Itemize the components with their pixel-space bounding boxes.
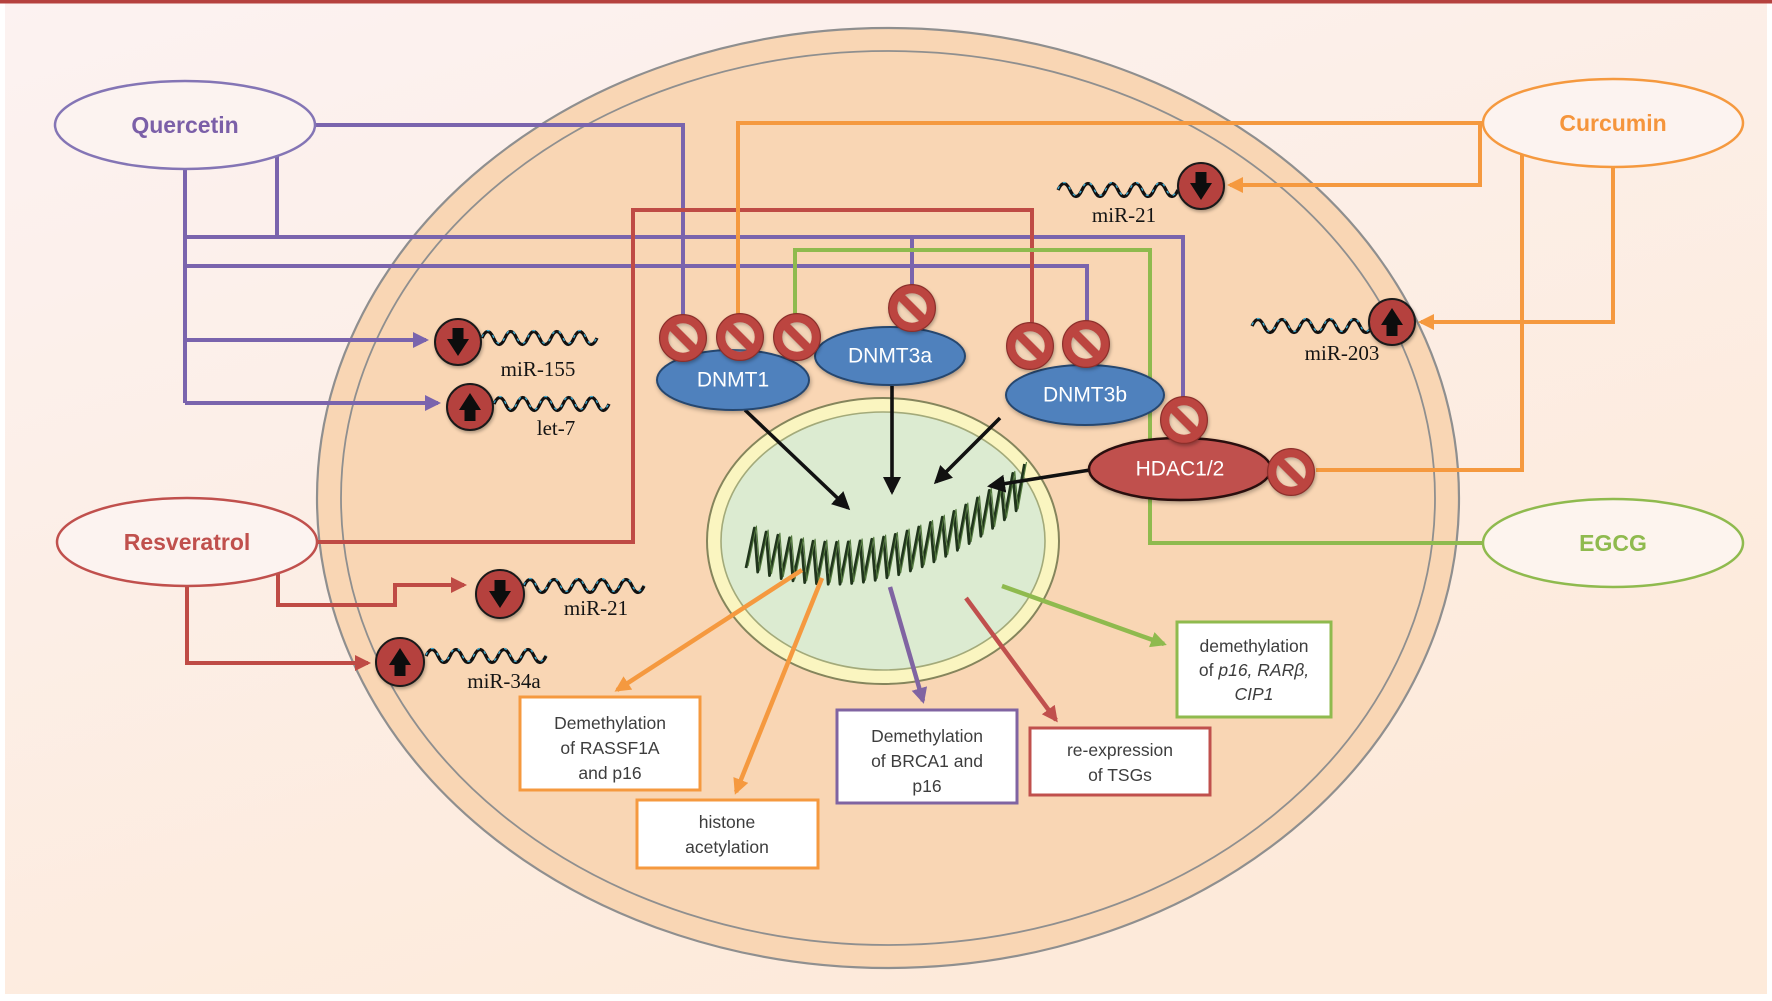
enzymes: DNMT1 DNMT3a DNMT3b HDAC1/2 (656, 326, 1273, 502)
egcg-lines (793, 248, 1483, 545)
no-sign-resveratrol-dnmt3b (1007, 323, 1054, 370)
dnmt1-label: DNMT1 (697, 369, 769, 392)
histone-line1: histone (699, 812, 755, 832)
mir21-top-label: miR-21 (1092, 203, 1156, 227)
enzyme-dnmt3a: DNMT3a (814, 326, 966, 386)
brca1-line1: Demethylation (871, 726, 983, 746)
curcumin-label: Curcumin (1559, 110, 1666, 136)
box-histone: histone acetylation (635, 798, 820, 870)
mir155-label: miR-155 (501, 357, 576, 381)
curcumin-lines (736, 121, 1615, 472)
resveratrol-to-mir34a-arrow (185, 584, 371, 671)
quercetin-to-dnmt1-line (315, 123, 685, 316)
nucleus (706, 397, 1060, 685)
box-tsgs: re-expression of TSGs (1028, 726, 1212, 797)
mirna-mir155: miR-155 (434, 318, 599, 381)
no-sign-curcumin-dnmt1 (717, 314, 764, 361)
hdac-action-arrow (987, 468, 1091, 493)
outcome-boxes: Demethylation of RASSF1A and p16 histone… (518, 620, 1333, 870)
curcumin-to-dnmt1-line (736, 121, 1483, 316)
dnmt1-action-arrow (743, 408, 851, 511)
mir21-left-label: miR-21 (564, 596, 628, 620)
mir34a-squiggle-glint (425, 647, 547, 663)
resveratrol-to-mir21-arrow (276, 571, 467, 607)
mir203-squiggle-glint (1251, 317, 1373, 333)
compound-curcumin: Curcumin (1481, 77, 1745, 169)
mir34a-squiggle (424, 647, 548, 665)
dnmt3b-label: DNMT3b (1043, 384, 1127, 407)
no-sign-egcg-dnmt1 (774, 314, 821, 361)
no-sign-quercetin-dnmt1 (660, 315, 707, 362)
arrow-to-rassf1a-box (614, 568, 804, 692)
quercetin-label: Quercetin (131, 112, 238, 138)
let7-squiggle-glint (493, 395, 610, 411)
mir21-left-squiggle-glint (523, 577, 645, 593)
egcg-label: EGCG (1579, 530, 1647, 556)
demethylation-line1: demethylation (1200, 636, 1309, 656)
mirna-mir21-left: miR-21 (475, 569, 646, 620)
rassf1a-line3: and p16 (578, 763, 641, 783)
mir203-label: miR-203 (1305, 341, 1380, 365)
tsgs-line2: of TSGs (1088, 765, 1152, 785)
resveratrol-label: Resveratrol (124, 529, 251, 555)
mir155-squiggle-glint (481, 329, 598, 345)
compound-quercetin: Quercetin (53, 79, 317, 171)
compound-resveratrol: Resveratrol (55, 496, 319, 588)
brca1-line2: of BRCA1 and (871, 751, 983, 771)
brca1-line3: p16 (912, 776, 941, 796)
compound-egcg: EGCG (1481, 497, 1745, 589)
mir203-squiggle (1250, 317, 1374, 335)
rassf1a-line1: Demethylation (554, 713, 666, 733)
box-demethylation: demethylation of p16, RARβ, CIP1 (1175, 620, 1333, 719)
quercetin-to-hdac-line (185, 235, 1185, 400)
mir21-left-squiggle (522, 577, 646, 595)
curcumin-to-mir21-arrow (1227, 123, 1482, 193)
enzyme-action-arrows (743, 386, 1091, 511)
hdac-label: HDAC1/2 (1136, 458, 1225, 481)
no-sign-quercetin-hdac (1161, 397, 1208, 444)
enzyme-hdac: HDAC1/2 (1087, 436, 1273, 502)
dna-helix-highlight (747, 461, 1028, 583)
top-rule (0, 0, 1772, 4)
egcg-to-dnmt1-line (793, 248, 1483, 545)
mirna-let7: let-7 (446, 383, 611, 440)
mir34a-label: miR-34a (467, 669, 541, 693)
box-rassf1a: Demethylation of RASSF1A and p16 (518, 695, 702, 792)
let7-label: let-7 (537, 416, 575, 440)
compounds: Quercetin Curcumin Resveratrol EGCG (53, 77, 1745, 589)
dnmt3a-label: DNMT3a (848, 345, 932, 368)
quercetin-lines (183, 123, 1185, 411)
dnmt3b-action-arrow (933, 416, 1002, 485)
mirna-mir21-top: miR-21 (1056, 162, 1225, 227)
outcome-arrows (614, 568, 1167, 795)
arrow-to-brca1-box (887, 586, 928, 704)
mirnas: miR-21 miR-203 miR-155 let-7 miR (375, 162, 1416, 693)
enzyme-dnmt3b: DNMT3b (1005, 364, 1165, 426)
demethylation-line3: CIP1 (1235, 684, 1274, 704)
arrow-to-demethylation-box (1001, 583, 1167, 648)
inner-membrane (340, 50, 1436, 946)
mir21-top-squiggle (1056, 181, 1180, 199)
tsgs-line1: re-expression (1067, 740, 1173, 760)
arrow-to-tsgs-box (964, 596, 1058, 723)
no-sign-quercetin-dnmt3b (1063, 321, 1110, 368)
curcumin-to-mir203-arrow (1418, 167, 1615, 330)
box-brca1: Demethylation of BRCA1 and p16 (835, 708, 1019, 805)
connector-lines (183, 121, 1615, 671)
demethylation-line2: of p16, RARβ, (1199, 660, 1309, 680)
mirna-mir34a: miR-34a (375, 637, 548, 693)
quercetin-to-dnmt3b-line (185, 264, 1089, 324)
no-sign-quercetin-dnmt3a (889, 285, 936, 332)
rassf1a-line2: of RASSF1A (560, 738, 660, 758)
arrow-to-histone-box (733, 577, 825, 795)
mir21-top-squiggle-glint (1057, 181, 1179, 197)
enzyme-dnmt1: DNMT1 (656, 349, 810, 411)
mirna-mir203: miR-203 (1250, 298, 1416, 365)
histone-line2: acetylation (685, 837, 769, 857)
no-sign-curcumin-hdac (1268, 449, 1315, 496)
curcumin-to-hdac-line (1316, 154, 1524, 472)
